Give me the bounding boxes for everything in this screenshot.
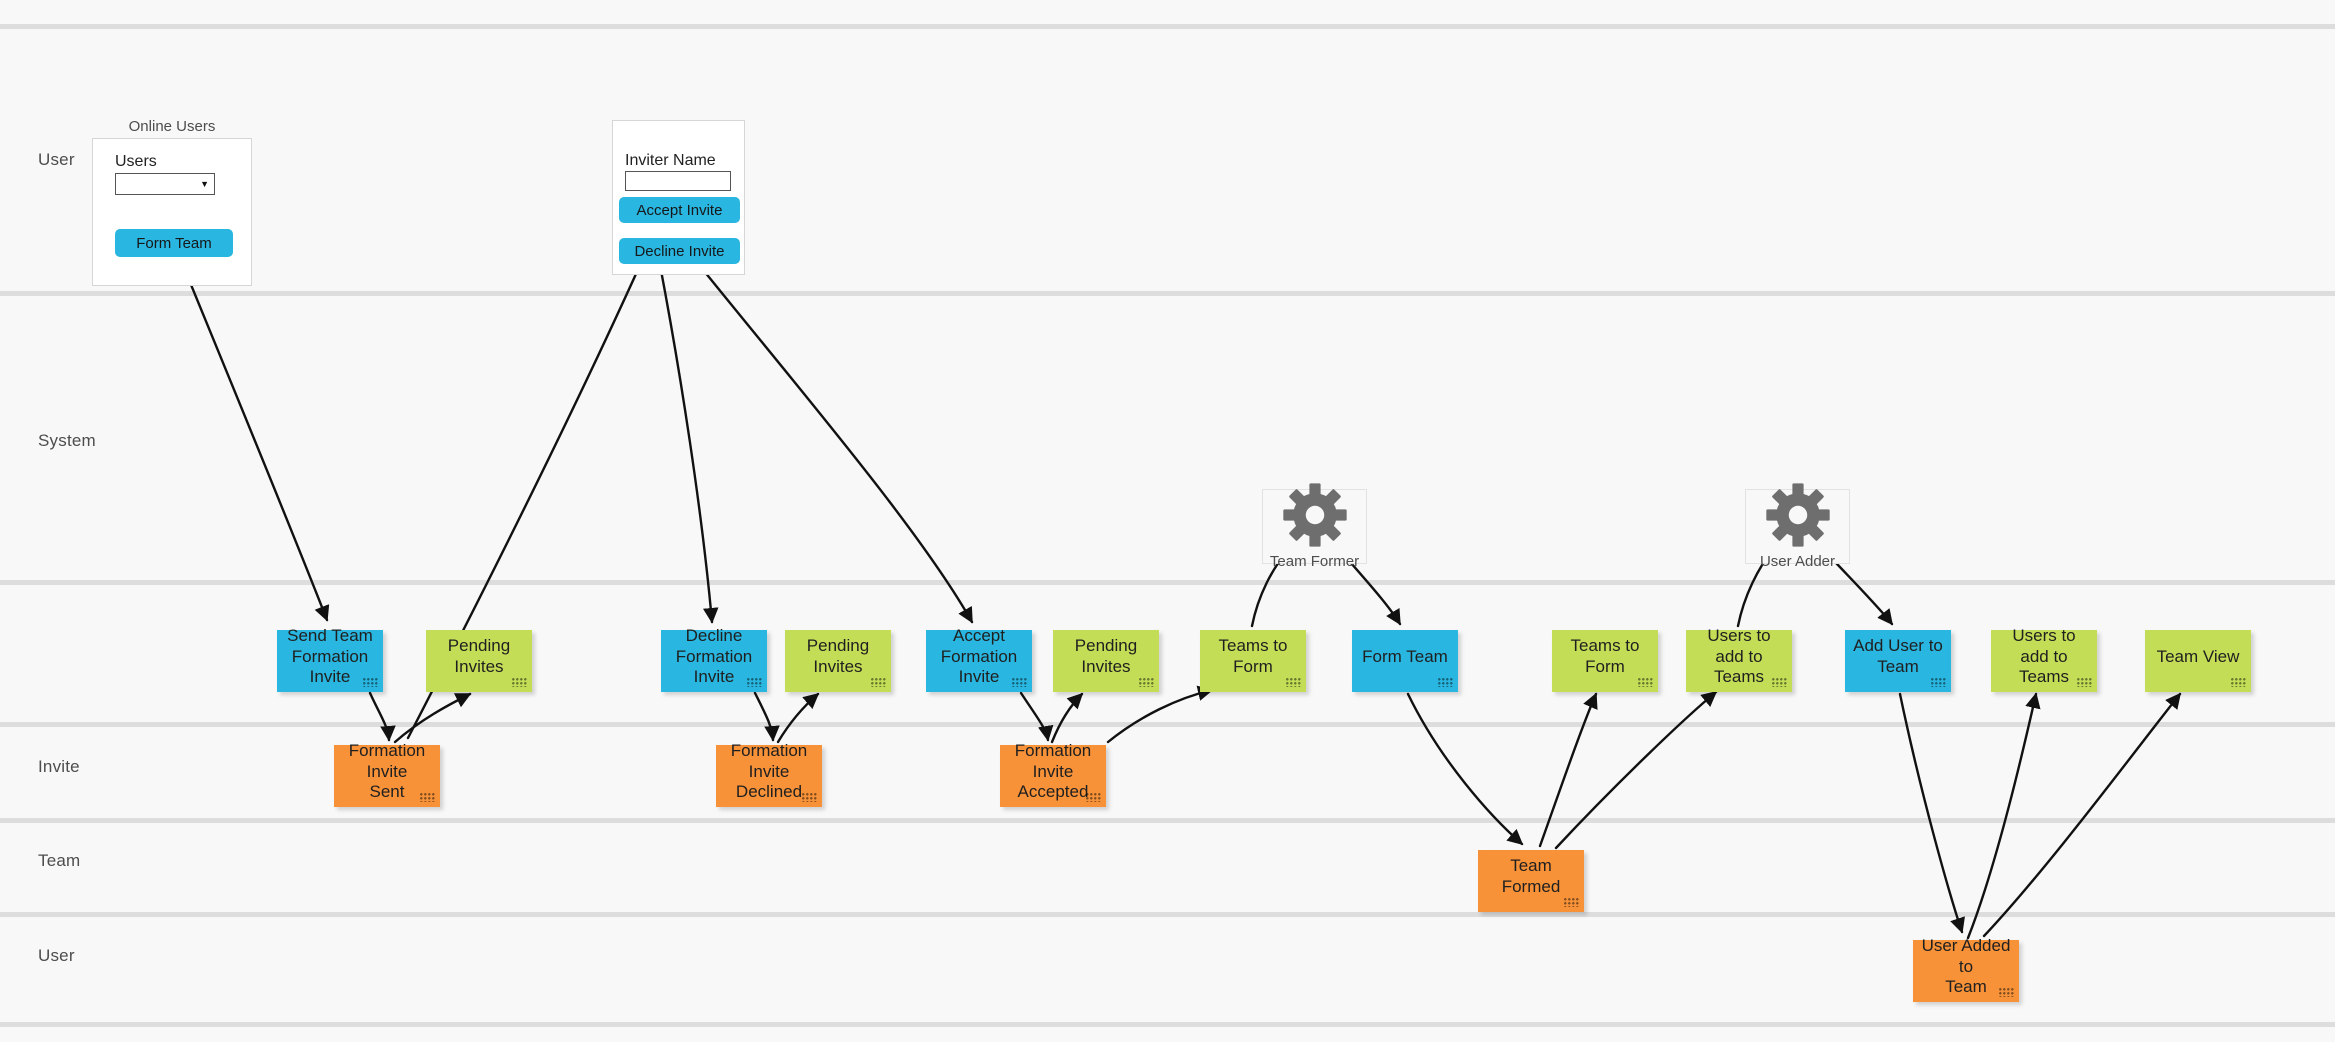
accept-invite-button[interactable]: Accept Invite [619,197,740,223]
swimlane-divider [0,722,2335,727]
connector-decline-invite-button-to-decline-formation-invite [658,263,719,624]
sticky-note-label: Pending Invites [447,636,511,676]
ui-mockup-online-users: Users ▼ Form Team [92,138,252,286]
sticky-note-pending-invites-2[interactable]: Pending Invites [785,630,891,692]
resize-handle-icon[interactable] [1638,678,1653,687]
inviter-name-input[interactable] [625,171,731,191]
resize-handle-icon[interactable] [1139,678,1154,687]
sticky-note-teams-to-form-1[interactable]: Teams to Form [1200,630,1306,692]
sticky-note-label: Teams to Form [1570,636,1640,676]
chevron-down-icon: ▼ [200,178,209,189]
system-node-label-user-adder: User Adder [1759,553,1836,570]
sticky-note-team-formed[interactable]: Team Formed [1478,850,1584,912]
resize-handle-icon[interactable] [1772,678,1787,687]
mockup-caption-online-users: Online Users [128,118,216,135]
connector-decline-formation-invite-to-formation-invite-declined [753,691,780,742]
resize-handle-icon[interactable] [1564,898,1579,907]
connector-user-added-to-team-to-team-view [1982,692,2182,938]
sticky-note-label: Team Formed [1501,856,1561,896]
resize-handle-icon[interactable] [1438,678,1453,687]
swimlane-label-team-4: Team [38,851,81,870]
resize-handle-icon[interactable] [2231,678,2246,687]
users-select[interactable]: ▼ [115,173,215,195]
swimlane-divider [0,818,2335,823]
system-node-label-team-former: Team Former [1269,553,1360,570]
swimlane-divider [0,24,2335,29]
swimlane-divider [0,1022,2335,1027]
connector-send-team-formation-invite-to-formation-invite-sent [368,691,396,742]
swimlane-label-user-0: User [38,150,75,169]
resize-handle-icon[interactable] [363,678,378,687]
swimlane-label-invite-3: Invite [38,757,80,776]
connector-accept-invite-button-to-accept-formation-invite [698,264,974,624]
connector-formation-invite-declined-to-pending-invites-2 [776,692,820,744]
decline-invite-button[interactable]: Decline Invite [619,238,740,264]
connector-formation-invite-accepted-to-teams-to-form-1 [1106,685,1214,744]
connector-team-formed-to-teams-to-form-2 [1538,692,1598,848]
system-node-team-former[interactable] [1262,483,1367,564]
resize-handle-icon[interactable] [512,678,527,687]
connector-form-team-button-to-send-team-formation-invite [176,251,330,622]
sticky-note-label: Team View [2156,646,2240,666]
sticky-note-label: Form Team [1362,646,1448,666]
field-label-users: Users [115,153,157,170]
sticky-note-label: Pending Invites [1074,636,1138,676]
connector-user-added-to-team-to-users-to-add-to-teams-2 [1966,692,2041,940]
swimlane-divider [0,291,2335,296]
resize-handle-icon[interactable] [1286,678,1301,687]
resize-handle-icon[interactable] [747,678,762,687]
resize-handle-icon[interactable] [1012,678,1027,687]
swimlane-label-system-1: System [38,431,96,450]
field-label-inviter-name: Inviter Name [625,152,716,169]
connector-formation-invite-accepted-to-pending-invites-3 [1050,692,1084,744]
sticky-note-label: Teams to Form [1218,636,1288,676]
resize-handle-icon[interactable] [2077,678,2092,687]
sticky-note-team-view[interactable]: Team View [2145,630,2251,692]
sticky-note-teams-to-form-2[interactable]: Teams to Form [1552,630,1658,692]
sticky-note-label: Pending Invites [806,636,870,676]
connector-accept-formation-invite-to-formation-invite-accepted [1019,691,1054,742]
sticky-note-pending-invites-3[interactable]: Pending Invites [1053,630,1159,692]
swimlane-divider [0,580,2335,585]
swimlane-label-user-5: User [38,946,75,965]
swimlane-divider [0,912,2335,917]
resize-handle-icon[interactable] [1931,678,1946,687]
connector-formation-invite-sent-to-pending-invites-1 [393,692,472,744]
sticky-note-form-team[interactable]: Form Team [1352,630,1458,692]
connector-add-user-to-team-to-user-added-to-team [1898,692,1965,934]
resize-handle-icon[interactable] [802,793,817,802]
connector-team-formed-to-users-to-add-to-teams-1 [1554,690,1718,850]
gear-icon [1765,483,1831,548]
sticky-note-pending-invites-1[interactable]: Pending Invites [426,630,532,692]
gear-icon [1282,483,1348,548]
resize-handle-icon[interactable] [1999,988,2014,997]
form-team-button[interactable]: Form Team [115,229,233,257]
resize-handle-icon[interactable] [420,793,435,802]
resize-handle-icon[interactable] [871,678,886,687]
system-node-user-adder[interactable] [1745,483,1850,564]
resize-handle-icon[interactable] [1086,793,1101,802]
